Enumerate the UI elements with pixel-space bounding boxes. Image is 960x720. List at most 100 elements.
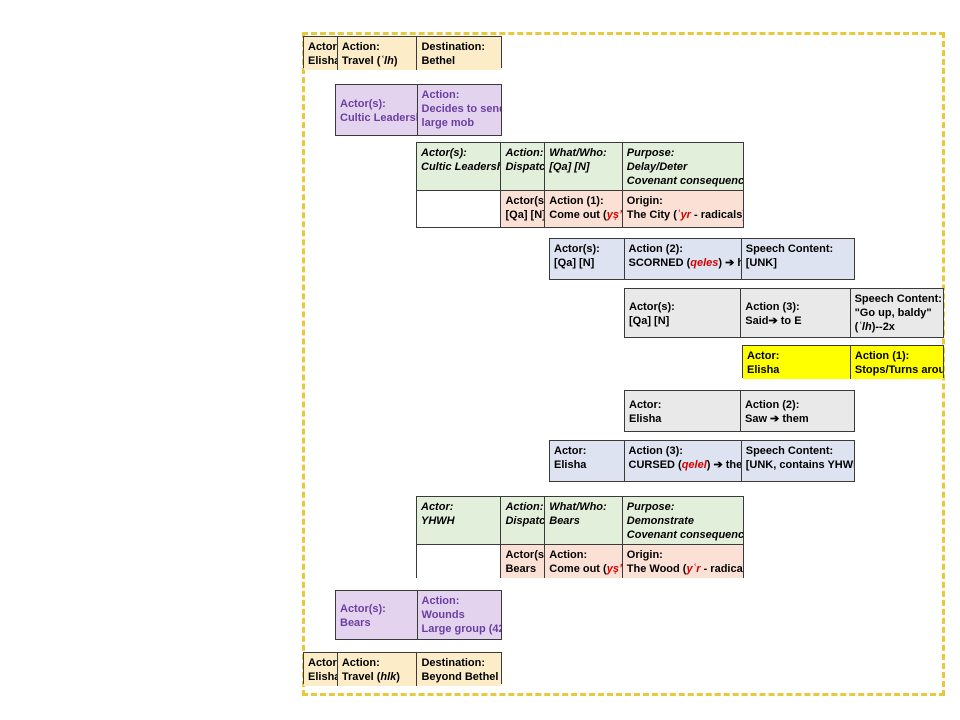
cell-action: Action (1): Come out (yṣʼ) bbox=[544, 191, 622, 227]
cell-value: Travel (ʿlh) bbox=[342, 54, 413, 68]
cell-value: Bears bbox=[505, 563, 537, 575]
cell-speech-content: Speech Content: "Go up, baldy" (ʿlh)--2x bbox=[849, 289, 943, 337]
cell-value-line1: "Go up, baldy" bbox=[854, 307, 932, 319]
cell-action: Action: Dispatch bbox=[500, 143, 544, 190]
cell-label: Action: bbox=[505, 501, 544, 513]
cell-value: Bears bbox=[549, 515, 580, 527]
cell-value: Beyond Bethel bbox=[421, 671, 499, 683]
cell-label: Destination: bbox=[421, 657, 486, 669]
hebrew-term: hlk bbox=[380, 671, 397, 683]
cell-label: Purpose: bbox=[626, 147, 675, 159]
cell-purpose: Purpose: Demonstrate Covenant consequenc… bbox=[621, 497, 743, 544]
block-dispatch-mob: Actor(s): Cultic Leadership Action: Disp… bbox=[416, 142, 744, 228]
table-row: Actor(s): [Qa] [N] Action (3): Said➔ to … bbox=[625, 289, 943, 337]
table-row: Actor(s): [Qa] [N] Action (2): SCORNED (… bbox=[550, 239, 854, 279]
cell-action: Action (2): SCORNED (qeles) ➔ him bbox=[623, 239, 741, 279]
hebrew-term: ʿlh bbox=[858, 321, 872, 333]
cell-label: Action (3): bbox=[628, 445, 683, 457]
cell-value: Bears bbox=[340, 616, 371, 629]
cell-label: Action: bbox=[421, 89, 460, 101]
cell-label: What/Who: bbox=[549, 501, 607, 513]
cell-value: [Qa] [N] bbox=[629, 314, 670, 327]
block-elisha-cursed-them: Actor: Elisha Action (3): CURSED (qelel)… bbox=[549, 440, 855, 482]
cell-destination: Destination: Bethel bbox=[416, 37, 501, 70]
cell-label: Action (1): bbox=[854, 350, 910, 362]
cell-value: Dispatch bbox=[505, 161, 544, 173]
cell-value-line2: Covenant consequences bbox=[626, 175, 743, 187]
cell-value-line2: Covenant consequences bbox=[626, 529, 743, 541]
cell-actor: Actor: Elisha bbox=[304, 37, 337, 70]
cell-actors: Actor(s): [Qa] [N] bbox=[550, 239, 624, 279]
value-prefix: Travel ( bbox=[341, 55, 381, 67]
cell-label: Actor(s): bbox=[340, 97, 386, 110]
cell-actor: Actor: Elisha bbox=[550, 441, 624, 481]
value-prefix: Come out ( bbox=[549, 209, 607, 221]
cell-value: Elisha bbox=[308, 55, 337, 67]
table-row-header: Actor(s): Cultic Leadership Action: Disp… bbox=[417, 143, 743, 190]
cell-value-line1: Delay/Deter bbox=[626, 161, 688, 173]
block-qa-said-to-elisha: Actor(s): [Qa] [N] Action (3): Said➔ to … bbox=[624, 288, 944, 338]
value-suffix: - radicals) bbox=[690, 209, 744, 221]
cell-action: Action (1): Stops/Turns around bbox=[849, 346, 943, 379]
cell-value: [Qa] [N] bbox=[549, 161, 590, 173]
table-row-sub: Actor(s): [Qa] [N] Action (1): Come out … bbox=[417, 190, 743, 227]
cell-label: Speech Content: bbox=[745, 243, 834, 255]
cell-value: [Qa] [N] bbox=[554, 257, 595, 269]
cell-action: Action (2): Saw ➔ them bbox=[739, 391, 854, 431]
cell-value: Stops/Turns around bbox=[854, 364, 943, 376]
cell-actors: Actor(s): Cultic Leadership bbox=[417, 143, 500, 190]
block-travel-to-bethel: Actor: Elisha Action: Travel (ʿlh) Desti… bbox=[303, 36, 502, 70]
cell-empty bbox=[417, 545, 501, 578]
cell-speech-content: Speech Content: [UNK, contains YHWH] bbox=[740, 441, 854, 481]
hebrew-term: qelel bbox=[681, 459, 707, 471]
cell-value-line2: large mob bbox=[421, 117, 475, 129]
cell-label: Actor: bbox=[308, 657, 337, 669]
cell-speech-content: Speech Content: [UNK] bbox=[740, 239, 854, 279]
value-prefix: The Wood ( bbox=[626, 563, 687, 575]
value-prefix: SCORNED ( bbox=[628, 257, 691, 269]
cell-label: Action: bbox=[341, 41, 380, 53]
cell-value: The Wood (yʿr - radicals) bbox=[626, 562, 743, 576]
cell-label: Actor(s): bbox=[421, 147, 467, 159]
cell-label: Actor: bbox=[421, 501, 454, 513]
cell-value-line2: Large group (42) bbox=[421, 623, 501, 635]
hebrew-term: yṣʼ bbox=[606, 209, 622, 221]
cell-purpose: Purpose: Delay/Deter Covenant consequenc… bbox=[621, 143, 743, 190]
hebrew-term: yʿr bbox=[686, 563, 701, 575]
cell-action: Action: Come out (yṣʼ) bbox=[544, 545, 622, 578]
cell-value: [UNK] bbox=[745, 257, 777, 269]
cell-label: Origin: bbox=[626, 195, 663, 207]
cell-value: Dispatch bbox=[505, 515, 544, 527]
hebrew-term: ʿyr bbox=[676, 209, 691, 221]
cell-actor: Actor: Elisha bbox=[743, 346, 850, 379]
hebrew-term: qeles bbox=[690, 257, 719, 269]
cell-action: Action: Travel (ʿlh) bbox=[336, 37, 417, 70]
value-prefix: Travel ( bbox=[341, 671, 381, 683]
table-row: Actor: Elisha Action (1): Stops/Turns ar… bbox=[743, 346, 943, 379]
hebrew-term: ʿlh bbox=[380, 55, 394, 67]
cell-label: Action: bbox=[341, 657, 380, 669]
cell-label: Action (2): bbox=[628, 243, 683, 255]
cell-value-line2: (ʿlh)--2x bbox=[855, 320, 939, 334]
value-suffix: ) ➔ him bbox=[718, 257, 740, 269]
cell-action: Action (3): CURSED (qelel) ➔ them bbox=[623, 441, 741, 481]
cell-value-line1: Decides to send bbox=[421, 103, 501, 115]
cell-label: Action (2): bbox=[744, 398, 800, 411]
cell-label: Actor(s): bbox=[505, 549, 544, 561]
cell-value: Come out (yṣʼ) bbox=[549, 208, 622, 222]
cell-actors: Actor(s): Cultic Leadership bbox=[336, 85, 417, 135]
cell-label: Actor(s): bbox=[554, 243, 600, 255]
cell-value: Saw ➔ them bbox=[744, 412, 809, 425]
table-row: Actor: Elisha Action (3): CURSED (qelel)… bbox=[550, 441, 854, 481]
block-bears-wound-group: Actor(s): Bears Action: Wounds Large gro… bbox=[335, 590, 502, 640]
value-suffix: )--2x bbox=[871, 321, 895, 333]
value-suffix: ) bbox=[396, 671, 400, 683]
value-prefix: CURSED ( bbox=[628, 459, 682, 471]
cell-value: Bethel bbox=[421, 55, 456, 67]
cell-actor: Actor: Elisha bbox=[625, 391, 740, 431]
cell-value: Elisha bbox=[747, 364, 780, 376]
cell-empty bbox=[417, 191, 501, 227]
cell-label: Actor: bbox=[554, 445, 587, 457]
cell-label: Actor(s): bbox=[340, 602, 386, 615]
table-row: Actor(s): Bears Action: Wounds Large gro… bbox=[336, 591, 501, 639]
